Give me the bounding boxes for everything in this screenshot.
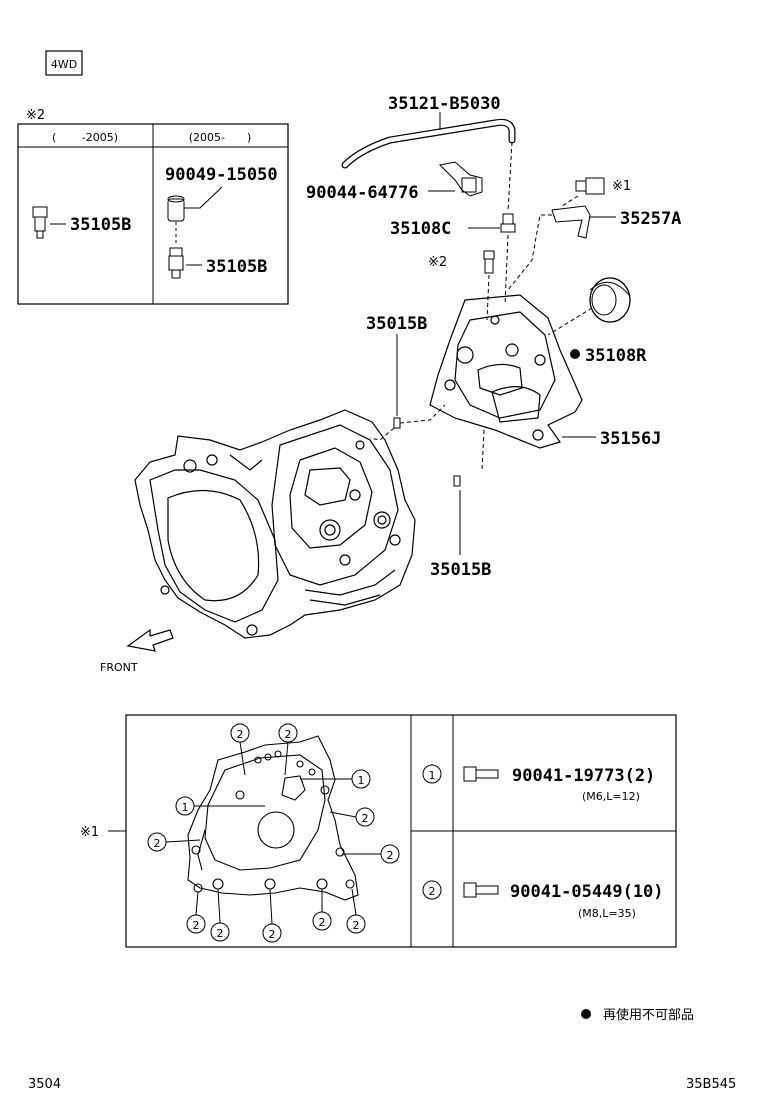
bracket-icon — [551, 205, 591, 239]
inset-note-mark: ※2 — [26, 108, 45, 123]
inset-table: ※2 ( -2005) (2005- ) 35105B 90049-15050 … — [17, 108, 289, 305]
bolt-table: ※1 1 90041-19773(2) (M6,L=12) 2 90041-05… — [80, 714, 677, 948]
callout-1-icon: 1 1 — [175, 769, 371, 816]
extension-case-icon — [429, 294, 583, 449]
inset-col1-header: ( -2005) — [52, 131, 118, 144]
callout-2-icon — [147, 723, 400, 943]
legend: 再使用不可部品 — [581, 1007, 694, 1023]
row1-spec: (M6,L=12) — [582, 790, 640, 803]
front-label: FRONT — [100, 661, 138, 674]
bolt-icon-m8 — [463, 882, 499, 898]
dowel-pin-icon-upper — [393, 417, 401, 429]
dowel-pin-icon-lower — [453, 475, 461, 487]
row1-part: 90041-19773(2) — [512, 766, 655, 786]
row2-part: 90041-05449(10) — [510, 882, 664, 902]
clip-icon — [438, 161, 483, 197]
badge-4wd: 4WD — [45, 50, 83, 76]
switch-icon-small — [483, 250, 495, 274]
callout-2-label-b: 2 — [285, 728, 292, 741]
row1-symbol: 1 — [429, 769, 436, 782]
label-clip: 90044-64776 — [306, 183, 419, 203]
callout-2-label-e: 2 — [154, 837, 161, 850]
label-pin-lower: 35015B — [430, 560, 491, 580]
cap-icon — [167, 195, 185, 222]
sensor-icon — [575, 177, 605, 195]
row2-spec: (M8,L=35) — [578, 907, 636, 920]
inset-left-part: 35105B — [70, 215, 131, 235]
callout-1-label: 1 — [358, 774, 365, 787]
footer-right: 35B545 — [686, 1077, 736, 1092]
legend-dot-icon — [581, 1009, 591, 1019]
inset-col2-header: (2005- ) — [189, 131, 252, 144]
badge-text: 4WD — [51, 58, 77, 71]
breather-icon — [500, 213, 516, 233]
transmission-case-icon — [134, 409, 416, 639]
label-bracket: 35257A — [620, 209, 681, 229]
callout-2-label-c: 2 — [362, 812, 369, 825]
label-case: 35156J — [600, 429, 661, 449]
label-breather: 35108C — [390, 219, 451, 239]
footer-left: 3504 — [28, 1077, 61, 1092]
label-note2: ※2 — [428, 255, 447, 270]
bolt-table-marker: ※1 — [80, 825, 99, 840]
row2-symbol: 2 — [429, 885, 436, 898]
callout-2-label-j: 2 — [353, 919, 360, 932]
switch-icon-right — [168, 247, 184, 279]
hose-icon — [341, 118, 516, 169]
switch-icon-left — [32, 206, 48, 239]
label-pin-upper: 35015B — [366, 314, 427, 334]
flange-outline-icon — [187, 735, 359, 901]
label-note1: ※1 — [612, 179, 631, 194]
callout-1-label-b: 1 — [182, 801, 189, 814]
inset-right-bottom-part: 35105B — [206, 257, 267, 277]
callout-2-label-g: 2 — [217, 927, 224, 940]
non-reusable-mark — [570, 349, 580, 359]
front-arrow-icon — [126, 628, 174, 652]
legend-text: 再使用不可部品 — [603, 1007, 694, 1023]
callout-2-label-d: 2 — [387, 849, 394, 862]
oil-seal-icon — [589, 277, 631, 323]
bolt-icon-m6 — [463, 766, 499, 782]
label-seal: 35108R — [585, 346, 647, 366]
label-hose: 35121-B5030 — [388, 94, 501, 114]
callout-2-label-i: 2 — [319, 916, 326, 929]
inset-right-top-part: 90049-15050 — [165, 165, 278, 185]
callout-2-label-a: 2 — [237, 728, 244, 741]
callout-2-label-h: 2 — [269, 928, 276, 941]
callout-2-label-f: 2 — [193, 919, 200, 932]
